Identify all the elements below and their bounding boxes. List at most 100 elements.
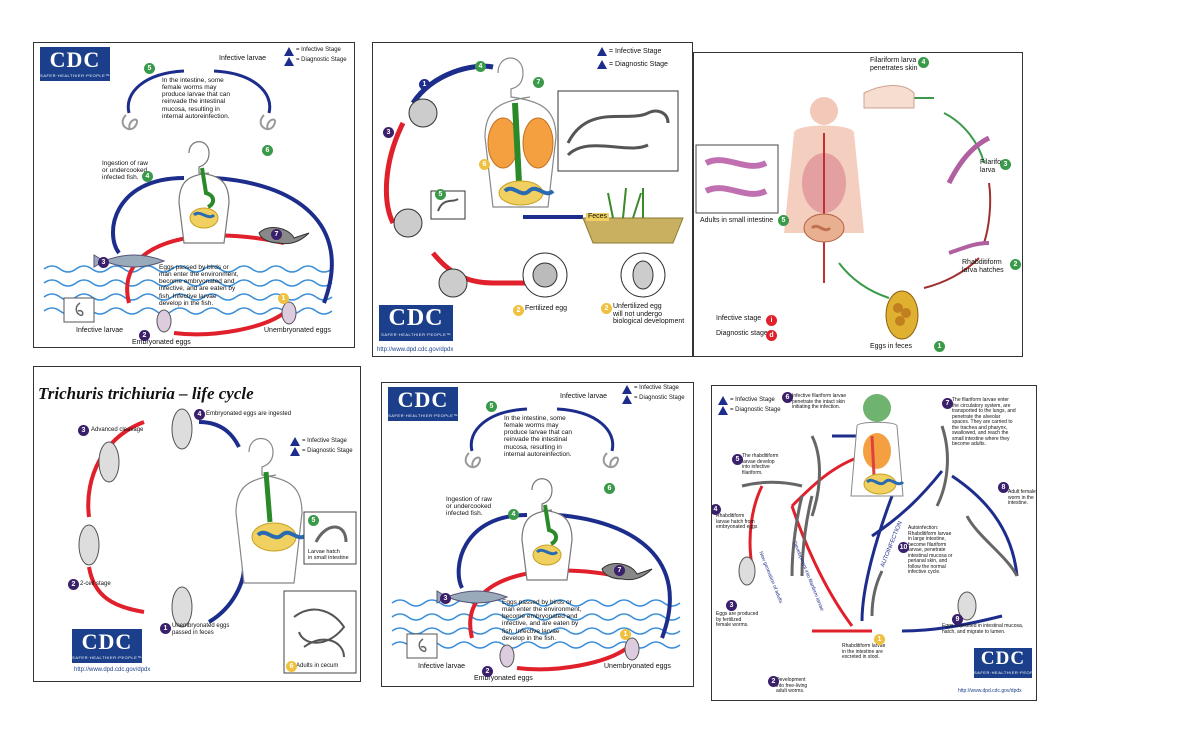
top-label: Infective larvae — [560, 393, 608, 400]
diagnostic-stage-icon — [622, 395, 632, 404]
legend-diagnostic: = Diagnostic Stage — [730, 407, 781, 413]
infective-stage-label: Infective stage — [716, 315, 762, 322]
step-3-badge: 3 — [383, 127, 394, 138]
step-1-badge: 1 — [874, 634, 885, 645]
step-3-badge: 3 — [78, 425, 89, 436]
step-6-badge: 6 — [479, 159, 490, 170]
step-6-text: Infective filariform larvae penetrate th… — [792, 393, 847, 410]
legend-infective: = Infective Stage — [302, 438, 347, 444]
step-5-badge: 5 — [435, 189, 446, 200]
panel-anisakis-1: CDC SAFER·HEALTHIER·PEOPLE™ = Infective … — [33, 42, 355, 348]
panel-4-art — [78, 408, 357, 674]
panel-5-art — [391, 407, 681, 672]
step-3-badge: 3 — [98, 257, 109, 268]
legend-diagnostic: = Diagnostic Stage — [296, 57, 347, 63]
bottom-right-label: Unembryonated eggs — [264, 327, 331, 334]
step-9-text: Eggs deposited in intestinal mucosa, hat… — [942, 623, 1024, 635]
step-4-badge: 4 — [475, 61, 486, 72]
cdc-logo: CDC SAFER·HEALTHIER·PEOPLE™ — [379, 305, 453, 341]
panel-2-art — [384, 57, 684, 298]
bottom-right-label: Unembryonated eggs — [604, 663, 671, 670]
step-2-badge: 2 — [68, 579, 79, 590]
panel-strongyloides: = Infective Stage = Diagnostic Stage Inf… — [711, 385, 1037, 701]
advanced-cleavage-label: Advanced cleavage — [91, 427, 144, 433]
step-5-badge: 5 — [486, 401, 497, 412]
eggs-text: Eggs passed by birds or man enter the en… — [502, 599, 582, 642]
infective-stage-icon — [290, 437, 300, 446]
ingestion-text: Ingestion of raw or undercooked infected… — [102, 160, 148, 182]
step-9-badge: 9 — [952, 614, 963, 625]
panel-1-art — [43, 69, 334, 337]
diagnostic-stage-icon: d — [766, 330, 777, 341]
step-7-badge: 7 — [614, 565, 625, 576]
step-1-badge: 1 — [278, 293, 289, 304]
autoinfection-text: In the intestine, some female worms may … — [162, 77, 230, 120]
infective-stage-icon: i — [766, 315, 777, 326]
legend-infective: = Infective Stage — [634, 385, 679, 391]
step-6-badge: 6 — [782, 392, 793, 403]
infective-stage-icon — [284, 47, 294, 56]
eggs-text: Eggs passed by birds or man enter the en… — [159, 264, 239, 307]
step-3-text: Eggs are produced by fertilized female w… — [716, 611, 759, 628]
step-2-badge: 2 — [768, 676, 779, 687]
step-4-badge: 4 — [508, 509, 519, 520]
legend-infective: = Infective Stage — [609, 48, 662, 55]
url-label: http://www.dpd.cdc.gov/dpdx — [958, 688, 1022, 694]
step-4-badge: 4 — [194, 409, 205, 420]
legend-diagnostic: = Diagnostic Stage — [609, 61, 668, 68]
step-3-badge: 3 — [1000, 159, 1011, 170]
step-6-badge: 6 — [604, 483, 615, 494]
diagnostic-stage-icon — [718, 406, 728, 415]
step-7-text: The filariform larvae enter the circulat… — [952, 397, 1016, 447]
two-cell-label: 2-cell stage — [80, 581, 111, 587]
step-8-badge: 8 — [998, 482, 1009, 493]
step-2-text: Development into free-living adult worms… — [776, 677, 808, 694]
cdc-logo: CDC SAFER·HEALTHIER·PEOPLE™ — [388, 387, 458, 421]
step-7-badge: 7 — [533, 77, 544, 88]
step-8-text: Adult female worm in the intestine. — [1008, 489, 1036, 506]
title: Trichuris trichiuria – life cycle — [38, 384, 254, 403]
bottom-left-label: Infective larvae — [76, 327, 124, 334]
step-1-badge: 1 — [620, 629, 631, 640]
legend-infective: = Infective Stage — [296, 47, 341, 53]
infective-stage-icon — [622, 385, 632, 394]
cdc-logo: CDC SAFER·HEALTHIER·PEOPLE™ — [974, 648, 1036, 678]
diagnostic-stage-icon — [290, 447, 300, 456]
fertilized-egg-label: Fertilized egg — [525, 305, 568, 312]
rhabditiform-label: Rhabditiform larva hatches — [962, 259, 1004, 274]
step-4-text: Rhabditiform larvae hatch from embryonat… — [716, 513, 758, 530]
step-2b-badge: 2 — [601, 303, 612, 314]
infective-stage-icon — [597, 47, 607, 56]
eggs-feces-label: Eggs in feces — [870, 343, 913, 350]
autoinfection-text: In the intestine, some female worms may … — [504, 415, 572, 458]
panel-3-art — [695, 85, 992, 340]
autoinfection-text: Autoinfection: Rhabditiform larvae in la… — [908, 525, 953, 575]
step-5-text: The rhabditiform larvae develop into inf… — [742, 453, 779, 476]
unembryonated-label: Unembryonated eggs passed in feces — [172, 623, 230, 636]
ingestion-text: Ingestion of raw or undercooked infected… — [446, 496, 492, 518]
step-4-badge: 4 — [712, 504, 721, 515]
bottom-center-label: Embryonated eggs — [474, 675, 533, 682]
step-7-badge: 7 — [271, 229, 282, 240]
panel-ascaris: = Infective Stage = Diagnostic Stage Fec… — [372, 42, 693, 357]
infective-stage-icon — [718, 396, 728, 405]
larvae-hatch-label: Larvae hatch in small intestine — [308, 549, 349, 562]
panel-anisakis-2: CDC SAFER·HEALTHIER·PEOPLE™ = Infective … — [381, 382, 694, 687]
unfertilized-egg-label: Unfertilized egg will not undergo biolog… — [613, 303, 685, 326]
url-label: http://www.dpd.cdc.gov/dpdx — [377, 347, 454, 353]
embryonated-ingested-label: Embryonated eggs are ingested — [206, 411, 292, 417]
url-label: http://www.dpd.cdc.gov/dpdx — [74, 667, 151, 673]
panel-hookworm: Filariform larva penetrates skin Filarif… — [693, 52, 1023, 357]
panel-trichuris: Trichuris trichiuria – life cycle Embryo… — [33, 366, 361, 682]
step-5-badge: 5 — [308, 515, 319, 526]
step-4-badge: 4 — [918, 57, 929, 68]
adults-cecum-label: Adults in cecum — [296, 663, 339, 669]
diagnostic-stage-icon — [597, 60, 607, 69]
step-2-badge: 2 — [139, 330, 150, 341]
step-1-badge: 1 — [419, 79, 430, 90]
bottom-left-label: Infective larvae — [418, 663, 466, 670]
legend-diagnostic: = Diagnostic Stage — [302, 448, 353, 454]
filariform-label: Filariform larva — [980, 159, 1010, 174]
step-1-text: Rhabditiform larvae in the intestine are… — [842, 643, 886, 660]
step-5-badge: 5 — [778, 215, 789, 226]
